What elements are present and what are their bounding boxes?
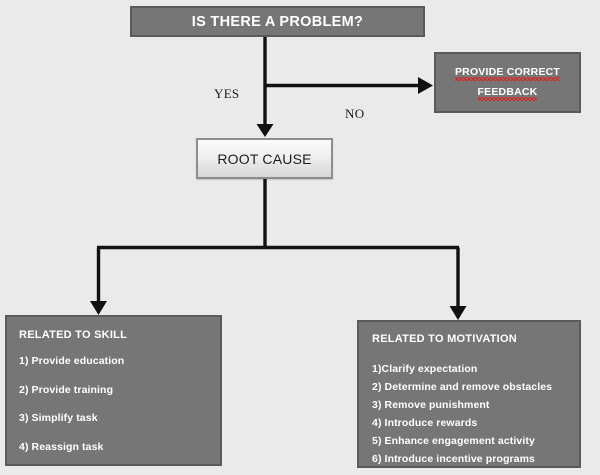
motivation-item-list: 1)Clarify expectation 2) Determine and r… (372, 363, 569, 465)
node-feedback-label-line1: PROVIDE CORRECT (454, 65, 561, 81)
list-item: 1) Provide education (19, 355, 125, 367)
node-root-cause[interactable]: ROOT CAUSE (196, 138, 333, 179)
list-item: 2) Determine and remove obstacles (372, 381, 553, 393)
node-provide-correct-feedback[interactable]: PROVIDE CORRECT FEEDBACK (434, 52, 581, 113)
node-feedback-label-line2: FEEDBACK (477, 85, 538, 101)
node-motivation-header: RELATED TO MOTIVATION (372, 333, 517, 345)
list-item: 4) Reassign task (19, 440, 104, 453)
node-question-label: IS THERE A PROBLEM? (191, 13, 364, 30)
node-is-there-a-problem[interactable]: IS THERE A PROBLEM? (130, 6, 425, 37)
arrowhead-skill (90, 301, 107, 315)
edge-label-no: NO (345, 106, 365, 121)
arrowhead-rootcause (256, 124, 274, 137)
node-related-to-motivation[interactable]: RELATED TO MOTIVATION 1)Clarify expectat… (357, 320, 581, 468)
node-skill-header: RELATED TO SKILL (19, 329, 128, 341)
list-item: 1)Clarify expectation (372, 363, 478, 375)
list-item: 2) Provide training (19, 383, 114, 396)
list-item: 6) Introduce incentive programs (372, 453, 535, 465)
list-item: 3) Remove punishment (372, 399, 490, 411)
list-item: 3) Simplify task (19, 412, 98, 424)
node-related-to-skill[interactable]: RELATED TO SKILL 1) Provide education 2)… (5, 315, 222, 466)
edge-label-yes: YES (214, 86, 240, 101)
node-rootcause-label: ROOT CAUSE (217, 150, 312, 167)
skill-item-list: 1) Provide education 2) Provide training… (19, 355, 210, 453)
list-item: 4) Introduce rewards (372, 417, 478, 429)
arrowhead-motivation (449, 306, 467, 320)
arrowhead-feedback (418, 77, 433, 94)
list-item: 5) Enhance engagement activity (372, 435, 535, 447)
